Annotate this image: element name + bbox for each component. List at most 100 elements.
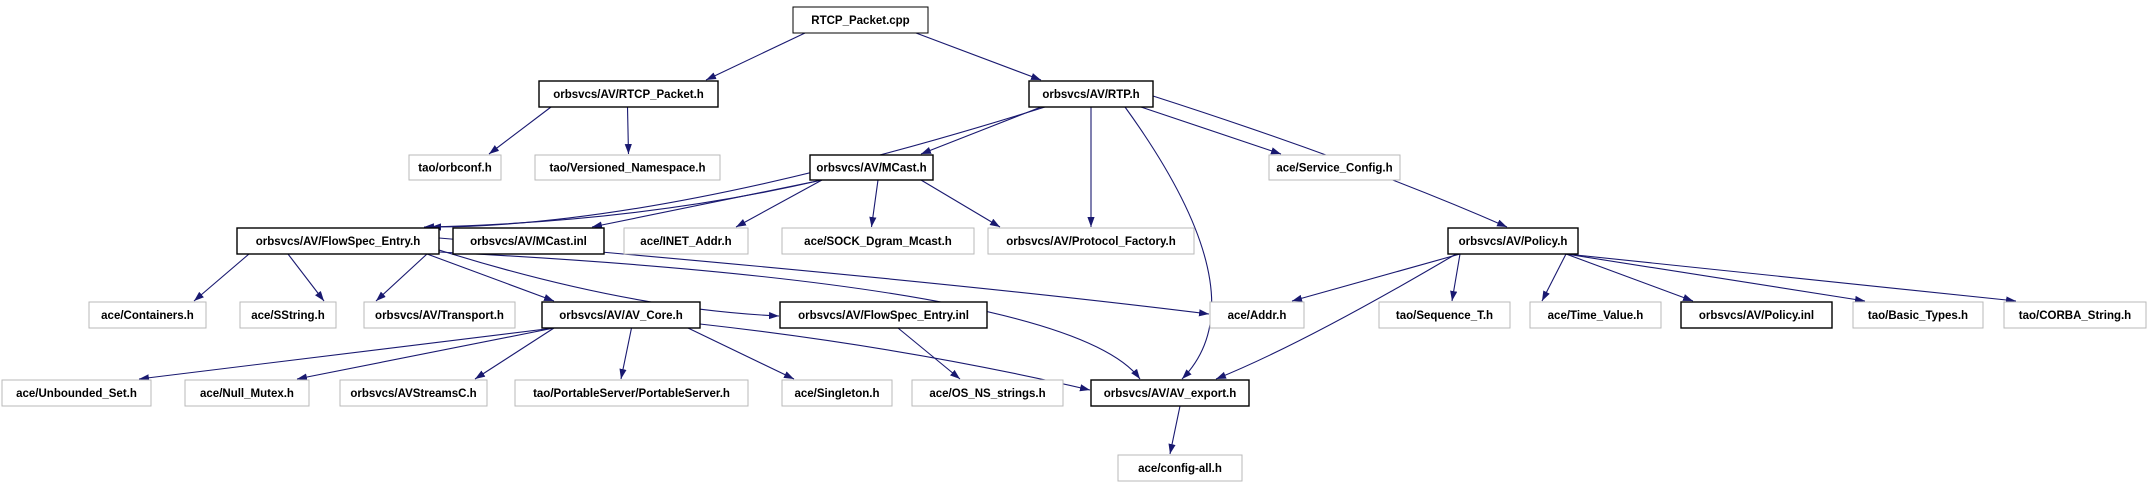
node-orbconf: tao/orbconf.h bbox=[408, 154, 502, 181]
node-portableserver: tao/PortableServer/PortableServer.h bbox=[514, 379, 749, 407]
node-box-flowspec_entry_inl bbox=[779, 301, 988, 329]
node-versioned_namespace: tao/Versioned_Namespace.h bbox=[534, 154, 721, 181]
node-mcast_inl[interactable]: orbsvcs/AV/MCast.inl bbox=[452, 227, 605, 255]
node-box-config_all bbox=[1117, 454, 1243, 482]
node-unbounded_set: ace/Unbounded_Set.h bbox=[1, 379, 152, 407]
node-policy_inl[interactable]: orbsvcs/AV/Policy.inl bbox=[1680, 301, 1833, 329]
edge-rtp_h-av_export bbox=[1124, 106, 1213, 380]
edge-flowspec_entry_h-av_core bbox=[426, 253, 555, 302]
node-mcast_h[interactable]: orbsvcs/AV/MCast.h bbox=[809, 154, 934, 181]
node-label-rtcp_packet_h: orbsvcs/AV/RTCP_Packet.h bbox=[553, 89, 704, 101]
node-sstring: ace/SString.h bbox=[239, 301, 337, 329]
node-box-portableserver bbox=[514, 379, 749, 407]
node-box-inet_addr bbox=[623, 227, 749, 255]
node-box-mcast_h bbox=[809, 154, 934, 181]
node-label-basic_types: tao/Basic_Types.h bbox=[1868, 310, 1968, 322]
node-label-sock_dgram_mcast: ace/SOCK_Dgram_Mcast.h bbox=[804, 236, 952, 248]
node-label-sstring: ace/SString.h bbox=[251, 310, 325, 322]
node-box-singleton bbox=[781, 379, 893, 407]
node-box-corba_string bbox=[2003, 301, 2147, 329]
node-label-config_all: ace/config-all.h bbox=[1138, 463, 1222, 475]
edge-mcast_h-sock_dgram_mcast bbox=[869, 179, 879, 228]
edge-av_core-avstreamsc bbox=[474, 327, 555, 380]
node-rtcp_packet_h[interactable]: orbsvcs/AV/RTCP_Packet.h bbox=[538, 80, 719, 108]
edge-rtcp_packet_h-versioned_namespace bbox=[624, 106, 632, 155]
node-box-basic_types bbox=[1852, 301, 1984, 329]
node-inet_addr: ace/INET_Addr.h bbox=[623, 227, 749, 255]
node-box-mcast_inl bbox=[452, 227, 605, 255]
node-sequence_t: tao/Sequence_T.h bbox=[1378, 301, 1511, 329]
node-box-av_export bbox=[1090, 379, 1250, 407]
edge-policy_h-basic_types bbox=[1565, 253, 1866, 304]
edge-mcast_h-inet_addr bbox=[735, 179, 823, 228]
node-box-sock_dgram_mcast bbox=[781, 227, 975, 255]
edge-policy_h-policy_inl bbox=[1565, 253, 1694, 302]
node-addr: ace/Addr.h bbox=[1209, 301, 1305, 329]
edge-av_export-config_all bbox=[1168, 405, 1181, 455]
edge-mcast_h-flowspec_entry_h bbox=[423, 179, 823, 231]
edge-rtp_h-flowspec_entry_h bbox=[430, 106, 1046, 231]
node-label-transport: orbsvcs/AV/Transport.h bbox=[375, 310, 504, 322]
node-avstreamsc: orbsvcs/AVStreamsC.h bbox=[339, 379, 488, 407]
node-box-os_ns_strings bbox=[911, 379, 1064, 407]
node-label-policy_inl: orbsvcs/AV/Policy.inl bbox=[1699, 310, 1814, 322]
node-box-transport bbox=[363, 301, 516, 329]
node-box-null_mutex bbox=[184, 379, 310, 407]
node-box-sequence_t bbox=[1378, 301, 1511, 329]
node-box-time_value bbox=[1529, 301, 1662, 329]
edge-policy_h-addr bbox=[1291, 253, 1461, 302]
edge-flowspec_entry_h-containers bbox=[193, 253, 250, 302]
node-label-containers: ace/Containers.h bbox=[101, 310, 194, 322]
edge-av_core-portableserver bbox=[619, 327, 633, 380]
node-box-addr bbox=[1209, 301, 1305, 329]
edge-policy_h-av_export bbox=[1215, 253, 1457, 380]
node-os_ns_strings: ace/OS_NS_strings.h bbox=[911, 379, 1064, 407]
node-label-flowspec_entry_h: orbsvcs/AV/FlowSpec_Entry.h bbox=[256, 236, 420, 248]
node-box-service_config bbox=[1268, 154, 1401, 181]
node-flowspec_entry_inl[interactable]: orbsvcs/AV/FlowSpec_Entry.inl bbox=[779, 301, 988, 329]
node-box-flowspec_entry_h bbox=[236, 227, 440, 255]
edge-flowspec_entry_h-transport bbox=[375, 253, 428, 302]
node-label-portableserver: tao/PortableServer/PortableServer.h bbox=[533, 388, 730, 400]
node-time_value: ace/Time_Value.h bbox=[1529, 301, 1662, 329]
edge-flowspec_entry_h-sstring bbox=[287, 253, 325, 302]
node-box-orbconf bbox=[408, 154, 502, 181]
node-label-addr: ace/Addr.h bbox=[1228, 310, 1287, 322]
node-rtcp_packet_cpp: RTCP_Packet.cpp bbox=[792, 6, 929, 34]
edge-rtp_h-service_config bbox=[1140, 106, 1282, 155]
node-service_config: ace/Service_Config.h bbox=[1268, 154, 1401, 181]
edge-rtcp_packet_h-orbconf bbox=[488, 106, 552, 155]
edge-flowspec_entry_inl-os_ns_strings bbox=[897, 327, 961, 380]
node-box-containers bbox=[88, 301, 207, 329]
node-label-protocol_factory: orbsvcs/AV/Protocol_Factory.h bbox=[1006, 236, 1176, 248]
node-label-rtp_h: orbsvcs/AV/RTP.h bbox=[1042, 89, 1139, 101]
node-av_core[interactable]: orbsvcs/AV/AV_Core.h bbox=[541, 301, 701, 329]
edge-policy_h-corba_string bbox=[1565, 253, 2017, 304]
node-label-avstreamsc: orbsvcs/AVStreamsC.h bbox=[350, 388, 476, 400]
node-corba_string: tao/CORBA_String.h bbox=[2003, 301, 2147, 329]
node-label-av_export: orbsvcs/AV/AV_export.h bbox=[1104, 388, 1237, 400]
node-rtp_h[interactable]: orbsvcs/AV/RTP.h bbox=[1028, 80, 1154, 108]
node-box-rtp_h bbox=[1028, 80, 1154, 108]
node-singleton: ace/Singleton.h bbox=[781, 379, 893, 407]
node-policy_h[interactable]: orbsvcs/AV/Policy.h bbox=[1447, 227, 1579, 255]
edge-av_core-null_mutex bbox=[296, 327, 555, 381]
node-av_export[interactable]: orbsvcs/AV/AV_export.h bbox=[1090, 379, 1250, 407]
node-label-os_ns_strings: ace/OS_NS_strings.h bbox=[929, 388, 1045, 400]
node-box-rtcp_packet_h bbox=[538, 80, 719, 108]
node-label-mcast_inl: orbsvcs/AV/MCast.inl bbox=[470, 236, 587, 248]
node-flowspec_entry_h[interactable]: orbsvcs/AV/FlowSpec_Entry.h bbox=[236, 227, 440, 255]
node-label-versioned_namespace: tao/Versioned_Namespace.h bbox=[550, 163, 706, 175]
node-label-policy_h: orbsvcs/AV/Policy.h bbox=[1459, 236, 1568, 248]
edge-rtcp_packet_cpp-rtp_h bbox=[915, 32, 1042, 81]
node-label-unbounded_set: ace/Unbounded_Set.h bbox=[16, 388, 137, 400]
node-transport: orbsvcs/AV/Transport.h bbox=[363, 301, 516, 329]
node-label-rtcp_packet_cpp: RTCP_Packet.cpp bbox=[811, 15, 909, 27]
node-box-versioned_namespace bbox=[534, 154, 721, 181]
edge-av_core-unbounded_set bbox=[138, 327, 555, 382]
edge-mcast_h-protocol_factory bbox=[920, 179, 1001, 228]
node-box-rtcp_packet_cpp bbox=[792, 6, 929, 34]
edge-rtcp_packet_cpp-rtcp_packet_h bbox=[705, 32, 806, 81]
